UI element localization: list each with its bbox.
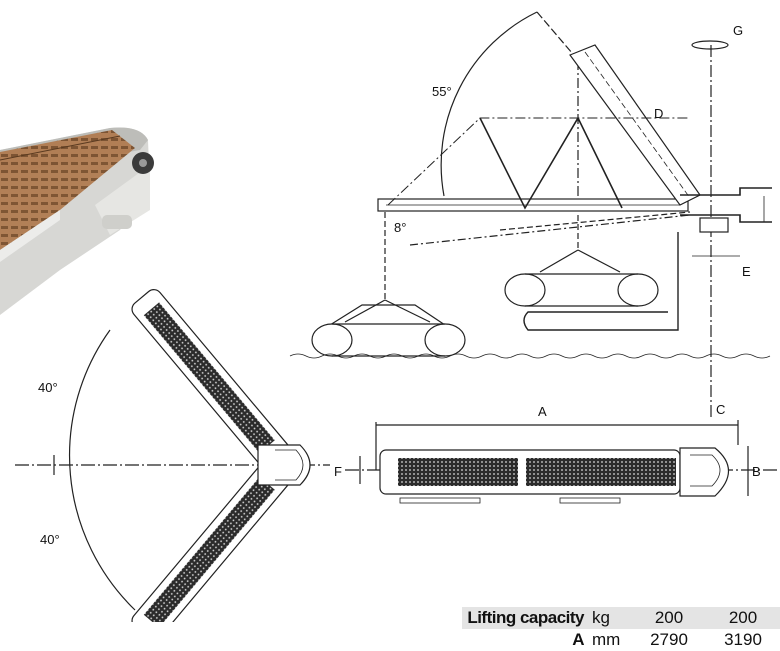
spec-value: 2790	[650, 630, 688, 649]
spec-unit: mm	[592, 630, 621, 649]
angle-8-label: 8°	[394, 220, 406, 235]
dinghy-upper	[504, 249, 659, 307]
product-photo	[0, 0, 200, 330]
angle-40-upper-label: 40°	[38, 380, 58, 395]
side-view-drawing	[289, 11, 772, 420]
spec-name: A	[572, 630, 584, 649]
dimension-g-label: G	[733, 23, 743, 38]
technical-drawing: 55° 8° 40° 40° A B C D E F G	[0, 0, 778, 622]
angle-40-lower-label: 40°	[40, 532, 60, 547]
spec-row-a: A mm 2790 3190	[462, 629, 780, 651]
spec-row-lifting-capacity: Lifting capacity kg 200 200	[462, 607, 780, 629]
rotation-top-view	[15, 289, 330, 622]
horizontal-plan-view	[345, 420, 778, 504]
dimension-c-label: C	[716, 402, 725, 417]
dimension-b-label: B	[752, 464, 761, 479]
dimension-d-label: D	[654, 106, 663, 121]
spec-value: 3190	[724, 630, 762, 649]
spec-name: Lifting capacity	[467, 608, 584, 627]
spec-table: Lifting capacity kg 200 200 A mm 2790 31…	[462, 607, 780, 651]
dinghy-lower	[311, 299, 466, 357]
angle-55-label: 55°	[432, 84, 452, 99]
dimension-f-label: F	[334, 464, 342, 479]
spec-unit: kg	[592, 608, 610, 627]
spec-value: 200	[728, 608, 758, 627]
dimension-e-label: E	[742, 264, 751, 279]
dimension-a-label: A	[538, 404, 547, 419]
spec-value: 200	[654, 608, 684, 627]
